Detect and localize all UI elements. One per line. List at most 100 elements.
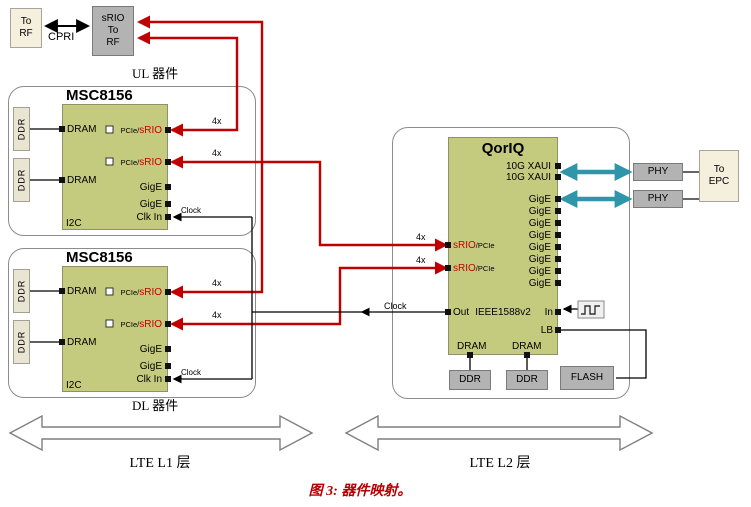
msc2-gige1-port: GigE [139, 344, 162, 355]
square-wave-icon [581, 305, 600, 315]
lte-l1-arrow [8, 414, 314, 452]
port-pin [555, 220, 561, 226]
internal-port-marker [105, 319, 114, 328]
srio-to-rf-line2: To [107, 25, 119, 36]
msc2-gige2-port: GigE [139, 361, 162, 372]
lte-l2-arrow [344, 414, 654, 452]
port-pin [555, 327, 561, 333]
cpri-label: CPRI [48, 31, 75, 43]
port-pin [165, 289, 171, 295]
port-pin [555, 208, 561, 214]
msc1-dram1-label: DRAM [67, 124, 97, 135]
qoriq-gige5-port: GigE [528, 242, 551, 253]
port-pin [165, 214, 171, 220]
port-pin [165, 346, 171, 352]
port-pin [555, 244, 561, 250]
qoriq-out-port: Out [453, 307, 470, 318]
srio-to-rf-box: sRIO To RF [92, 6, 134, 56]
port-pin [445, 242, 451, 248]
qoriq-ddr2-label: DDR [516, 374, 538, 385]
port-pin [59, 177, 65, 183]
msc2-ddr2-box: DDR [13, 320, 30, 364]
srio-link-switch-msc2 [137, 15, 264, 299]
qoriq-lane2-label: 4x [416, 255, 426, 265]
phy1-label: PHY [647, 166, 669, 177]
srio-to-rf-line1: sRIO [101, 13, 125, 24]
to-epc-line1: To [713, 164, 725, 175]
srio-link-msc1-qoriq [170, 155, 448, 252]
port-pin [555, 256, 561, 262]
qoriq-clock-label: Clock [384, 301, 407, 311]
srio-to-rf-line3: RF [106, 37, 120, 48]
qoriq-dram2-label: DRAM [512, 341, 542, 352]
internal-port-marker [105, 125, 114, 134]
msc2-lane2-label: 4x [212, 310, 222, 320]
qoriq-gige4-port: GigE [528, 230, 551, 241]
port-pin [165, 127, 171, 133]
port-pin [524, 352, 530, 358]
port-pin [165, 201, 171, 207]
msc2-srio1-prefix: PCIe/ [120, 288, 140, 297]
port-pin [555, 309, 561, 315]
qoriq-xaui1-port: 10G XAUI [505, 161, 551, 172]
phy2-label: PHY [647, 193, 669, 204]
internal-port-marker [105, 157, 114, 166]
msc1-ddr1-box: DDR [13, 107, 30, 151]
srio-link-msc2-qoriq [170, 261, 448, 331]
port-pin [59, 288, 65, 294]
port-pin [445, 309, 451, 315]
qoriq-ieee-label: IEEE1588v2 [475, 307, 531, 318]
lte-l1-label: LTE L1 层 [129, 456, 191, 471]
qoriq-gige3-port: GigE [528, 218, 551, 229]
msc1-i2c-label: I2C [66, 218, 82, 229]
qoriq-lb-port: LB [540, 325, 553, 336]
port-pin [165, 321, 171, 327]
msc2-clock-label: Clock [181, 368, 202, 377]
msc2-clkin-port: Clk In [136, 374, 162, 385]
msc1-dram2-label: DRAM [67, 175, 97, 186]
qoriq-title: QorIQ [481, 140, 525, 157]
figure-caption: 图 3: 器件映射。 [308, 484, 412, 499]
msc1-srio1-prefix: PCIe/ [120, 126, 140, 135]
port-pin [165, 159, 171, 165]
srio-link-switch-msc1 [137, 31, 239, 137]
to-rf-line2: RF [19, 28, 33, 39]
port-pin [467, 352, 473, 358]
msc2-ddr1-box: DDR [13, 269, 30, 313]
port-pin [165, 184, 171, 190]
to-epc-line2: EPC [708, 176, 730, 187]
qoriq-gige8-port: GigE [528, 278, 551, 289]
phy2-box: PHY [633, 190, 683, 208]
port-pin [555, 196, 561, 202]
lb-flash-line [558, 329, 647, 379]
qoriq-srio2-label: sRIO [453, 263, 476, 274]
msc2-srio2-label: sRIO [139, 319, 162, 330]
msc2-srio2-prefix: PCIe/ [120, 320, 140, 329]
qoriq-srio2-suffix: /PCIe [475, 264, 495, 273]
port-pin [555, 268, 561, 274]
qoriq-ddr2-box: DDR [506, 370, 548, 390]
port-pin [555, 232, 561, 238]
qoriq-lane1-label: 4x [416, 232, 426, 242]
msc1-lane1-label: 4x [212, 116, 222, 126]
msc1-title: MSC8156 [66, 87, 133, 104]
qoriq-ddr1-label: DDR [459, 374, 481, 385]
msc1-clock-label: Clock [181, 206, 202, 215]
port-pins [59, 126, 561, 382]
msc2-dram1-label: DRAM [67, 286, 97, 297]
qoriq-srio1-port: sRIO/PCIe [453, 240, 495, 252]
ul-section-label: UL 器件 [132, 66, 179, 81]
qoriq-xaui2-port: 10G XAUI [505, 172, 551, 183]
internal-port-marker [105, 287, 114, 296]
msc2-title: MSC8156 [66, 249, 133, 266]
msc2-lane1-label: 4x [212, 278, 222, 288]
port-pin [555, 163, 561, 169]
msc2-dram2-label: DRAM [67, 337, 97, 348]
port-pin [165, 376, 171, 382]
port-pin [165, 363, 171, 369]
port-pin [555, 280, 561, 286]
phy1-box: PHY [633, 163, 683, 181]
to-epc-box: To EPC [699, 150, 739, 202]
